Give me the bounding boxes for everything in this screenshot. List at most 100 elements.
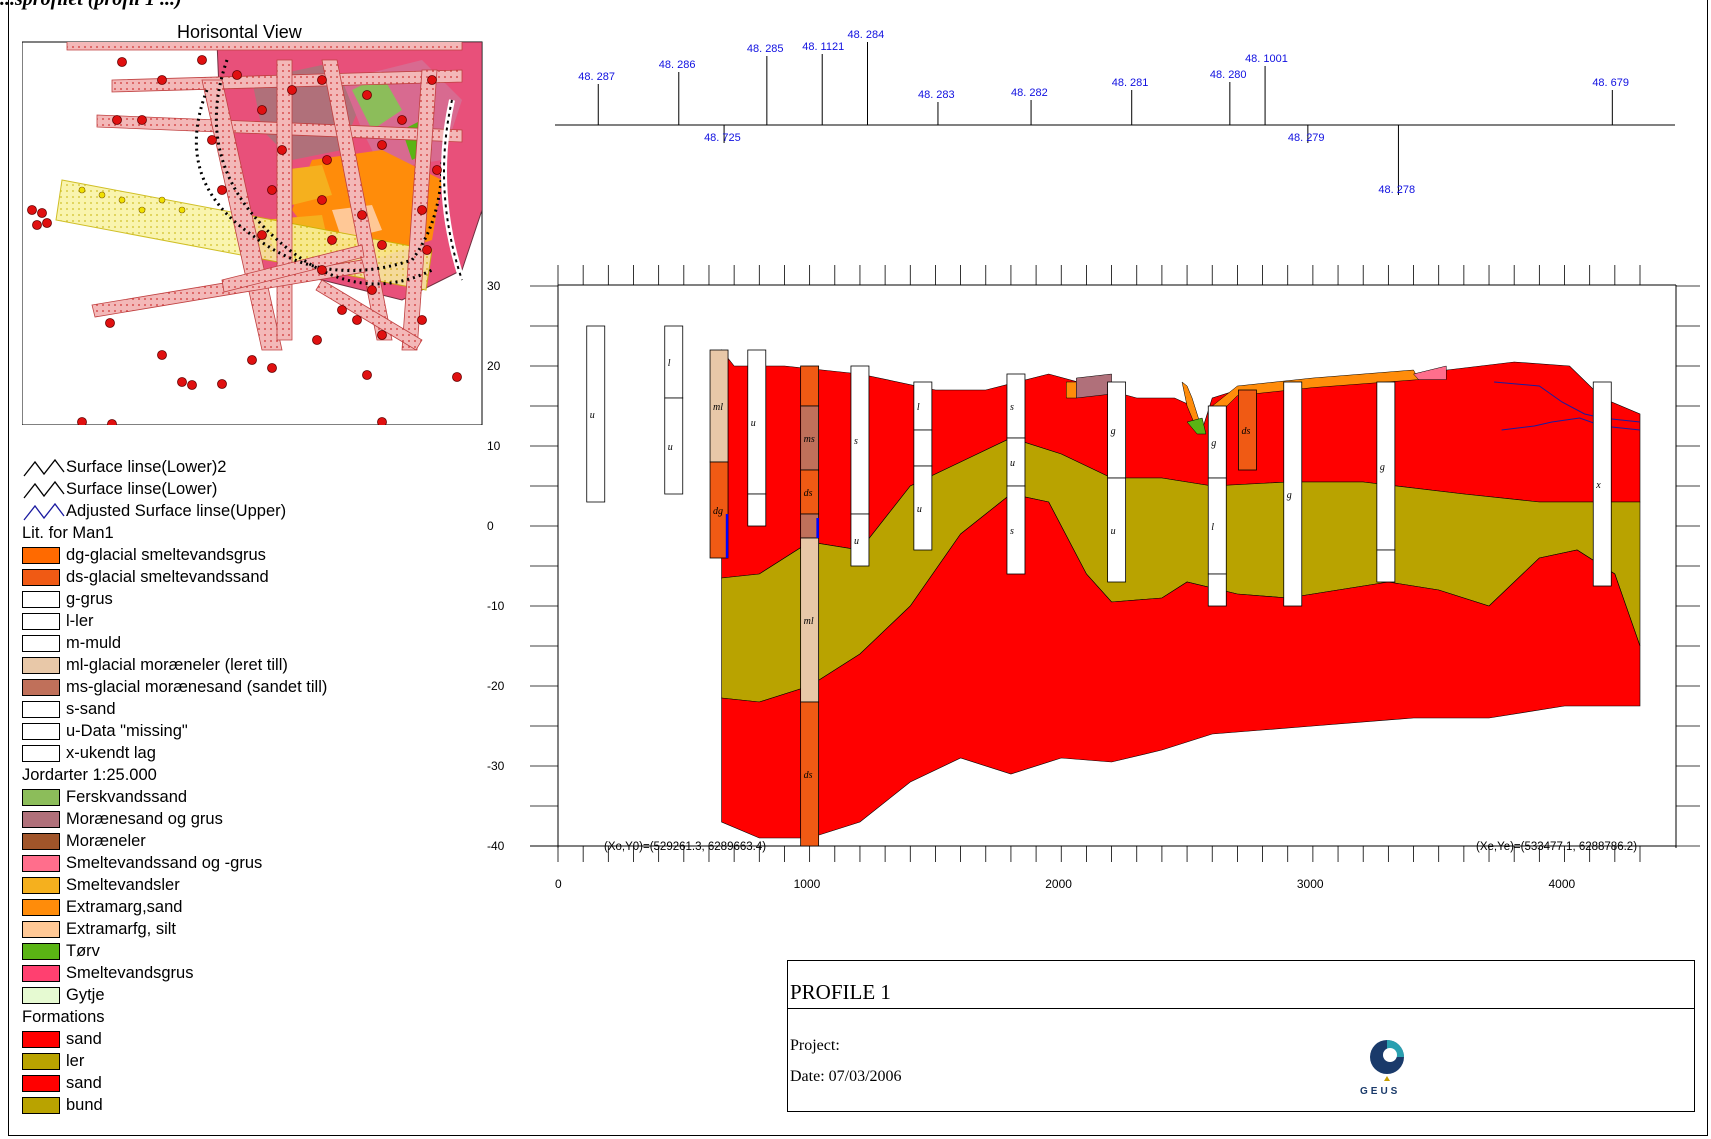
borehole-index-label: 48. 283 <box>918 89 955 101</box>
borehole-segment-code: l <box>917 402 920 413</box>
borehole-index-label: 48. 679 <box>1592 77 1629 89</box>
borehole-index-label: 48. 725 <box>704 132 741 144</box>
borehole-index-label: 48. 284 <box>848 30 885 41</box>
legend-swatch <box>22 568 60 586</box>
y-tick-label: 30 <box>487 279 501 293</box>
borehole-segment-code: u <box>668 442 673 453</box>
legend-label: Ferskvandssand <box>66 787 188 806</box>
borehole-segment-code: g <box>1380 462 1385 473</box>
legend-label: Smeltevandssand og -grus <box>66 853 263 872</box>
legend-item: Extramarfg, silt <box>22 918 462 940</box>
legend-item: dg-glacial smeltevandsgrus <box>22 544 462 566</box>
borehole-segment <box>1006 485 1026 575</box>
borehole-index-label: 48. 278 <box>1378 184 1415 196</box>
borehole-segment <box>1238 389 1257 471</box>
borehole-segment-code: ms <box>804 434 815 445</box>
y-tick-label: 0 <box>487 519 494 533</box>
borehole-log: g <box>1283 381 1303 607</box>
legend-item: sand <box>22 1028 462 1050</box>
legend-swatch <box>22 920 60 938</box>
legend-label: ds-glacial smeltevandssand <box>66 567 269 586</box>
line-symbol-icon <box>23 458 65 477</box>
borehole-segment-code: ml <box>804 616 814 627</box>
borehole-segment-code: ds <box>804 770 813 781</box>
borehole-segment <box>747 493 767 527</box>
date-label: Date: 07/03/2006 <box>790 1068 902 1085</box>
borehole-segment <box>709 461 729 559</box>
borehole-segment <box>800 701 820 847</box>
start-coordinate-label: (Xo,Y0)=(529261.3, 6289663.4) <box>604 841 766 853</box>
legend-label: s-sand <box>66 699 116 718</box>
borehole-segment-code: s <box>854 436 858 447</box>
legend-item: u-Data "missing" <box>22 720 462 742</box>
borehole-index-label: 48. 287 <box>578 71 615 83</box>
legend-label: Smeltevandsgrus <box>66 963 194 982</box>
horizontal-view-title: Horisontal View <box>177 22 303 42</box>
borehole-log: x <box>1592 381 1612 587</box>
legend-item: ml-glacial moræneler (leret till) <box>22 654 462 676</box>
page-frame <box>8 0 1708 1136</box>
x-tick-label: 2000 <box>1045 877 1072 891</box>
borehole-segment <box>1376 549 1396 583</box>
legend-swatch <box>22 656 60 674</box>
borehole-segment-code: ml <box>713 402 723 413</box>
borehole-log: sus <box>1006 373 1026 575</box>
legend-group-title: Lit. for Man1 <box>22 524 114 542</box>
legend-swatch <box>22 832 60 850</box>
borehole-segment <box>800 513 820 539</box>
legend-swatch <box>22 1096 60 1114</box>
project-label: Project: <box>790 1037 840 1054</box>
legend-swatch <box>22 854 60 872</box>
borehole-index-label: 48. 1001 <box>1245 53 1288 65</box>
y-tick-label: 20 <box>487 359 501 373</box>
borehole-segment-code: u <box>917 504 922 515</box>
legend-swatch <box>22 700 60 718</box>
legend-item: ds-glacial smeltevandssand <box>22 566 462 588</box>
geus-logo-text: GEUS <box>1360 1086 1401 1097</box>
legend-label: m-muld <box>66 633 122 652</box>
borehole-segment-code: u <box>1010 458 1015 469</box>
borehole-index-label: 48. 281 <box>1112 77 1149 89</box>
legend-item: Gytje <box>22 984 462 1006</box>
borehole-index-label: 48. 286 <box>659 59 696 71</box>
borehole-segment-code: g <box>1111 426 1116 437</box>
borehole-segment-code: u <box>590 410 595 421</box>
legend-item: sand <box>22 1072 462 1094</box>
legend-swatch <box>22 678 60 696</box>
borehole-log: ml dg <box>709 349 729 559</box>
legend-item: bund <box>22 1094 462 1116</box>
borehole-segment <box>586 325 606 503</box>
legend-label: ml-glacial moræneler (leret till) <box>66 655 288 674</box>
legend-label: bund <box>66 1095 103 1114</box>
legend-swatch <box>22 986 60 1004</box>
legend-swatch <box>22 722 60 740</box>
legend-label: Adjusted Surface linse(Upper) <box>66 501 287 520</box>
legend-item: x-ukendt lag <box>22 742 462 764</box>
legend-label: l-ler <box>66 611 94 630</box>
extramarg-sand-patch <box>1066 381 1077 399</box>
moraenesand-patch <box>1076 373 1112 399</box>
map-content <box>27 42 482 425</box>
legend-item: m-muld <box>22 632 462 654</box>
legend-swatch <box>22 634 60 652</box>
borehole-segment-code: dg <box>713 506 723 517</box>
torv-patch <box>1186 417 1207 435</box>
borehole-segment-code: s <box>1010 526 1014 537</box>
legend-item: l-ler <box>22 610 462 632</box>
borehole-segment <box>1207 573 1227 607</box>
legend-label: u-Data "missing" <box>66 721 188 740</box>
legend-label: Extramarfg, silt <box>66 919 177 938</box>
borehole-segment-code: x <box>1595 480 1601 491</box>
y-tick-label: -20 <box>487 679 505 693</box>
borehole-log: lu <box>664 325 684 495</box>
y-tick-label: -30 <box>487 759 505 773</box>
title-block: PROFILE 1 Project: Date: 07/03/2006 GEUS <box>787 960 1695 1112</box>
borehole-log: gu <box>1107 381 1127 583</box>
borehole-log: u <box>747 349 767 527</box>
legend-item: s-sand <box>22 698 462 720</box>
legend-label: Extramarg,sand <box>66 897 183 916</box>
legend-item: Tørv <box>22 940 462 962</box>
